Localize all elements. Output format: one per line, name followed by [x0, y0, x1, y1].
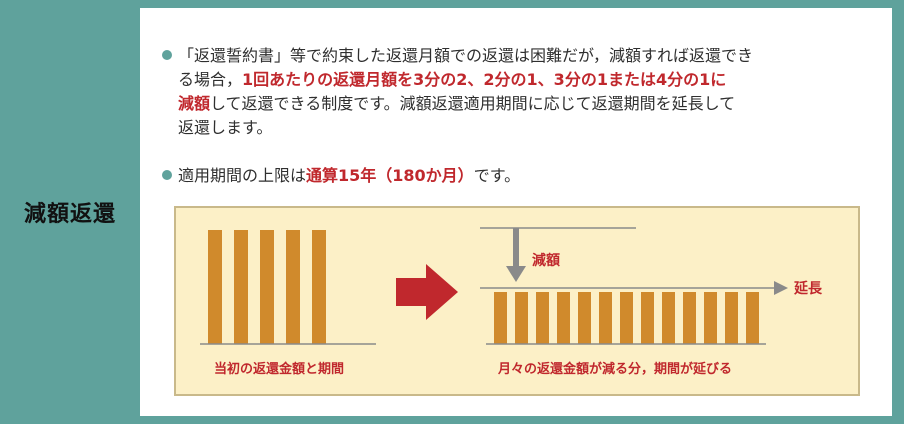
- extend-arrow-right-icon: [774, 281, 788, 295]
- bullet-1-text-4: 返還します。: [178, 118, 273, 137]
- after-bar: [620, 292, 633, 344]
- before-bar: [234, 230, 248, 344]
- after-bar: [746, 292, 759, 344]
- bullet-1-highlight-1: 1回あたりの返還月額を3分の2、2分の1、3分の1または4分の1に: [242, 70, 727, 89]
- after-bar: [536, 292, 549, 344]
- bullet-1-text-1: 「返還誓約書」等で約束した返還月額での返還は困難だが，減額すれば返還でき: [178, 46, 754, 65]
- diagram-graphic: [200, 227, 788, 345]
- reduce-arrow-down-icon: [506, 266, 526, 282]
- bullet-1: 「返還誓約書」等で約束した返還月額での返還は困難だが，減額すれば返還でき る場合…: [162, 44, 753, 140]
- transition-arrow-icon: [396, 264, 458, 320]
- bullet-1-text-2a: る場合，: [178, 70, 243, 89]
- bullet-2-highlight: 通算15年（180か月）: [306, 166, 474, 185]
- after-bar: [557, 292, 570, 344]
- bullet-1-highlight-2: 減額: [178, 94, 211, 113]
- sidebar-title: 減額返還: [23, 202, 116, 227]
- bullet-1-line-1: 「返還誓約書」等で約束した返還月額での返還は困難だが，減額すれば返還でき: [162, 44, 753, 68]
- after-bar: [725, 292, 738, 344]
- bullet-2-text-a: 適用期間の上限は: [178, 166, 307, 185]
- bullet-dot-icon: [162, 170, 172, 180]
- bullet-1-text-3b: して返還できる制度です。減額返還適用期間に応じて返還期間を延長して: [210, 94, 736, 113]
- before-caption: 当初の返還金額と期間: [214, 362, 345, 377]
- bullet-1-line-3: 減額して返還できる制度です。減額返還適用期間に応じて返還期間を延長して: [162, 92, 753, 116]
- bullet-2: 適用期間の上限は通算15年（180か月）です。: [162, 164, 520, 188]
- after-bar: [704, 292, 717, 344]
- before-bars-group: [208, 230, 326, 344]
- after-bar: [662, 292, 675, 344]
- after-bar: [515, 292, 528, 344]
- bullet-1-line-2: る場合，1回あたりの返還月額を3分の2、2分の1、3分の1または4分の1に: [162, 68, 753, 92]
- after-bar: [578, 292, 591, 344]
- sidebar-title-area: 減額返還: [0, 8, 140, 416]
- after-caption: 月々の返還金額が減る分，期間が延びる: [498, 362, 733, 377]
- after-bar: [494, 292, 507, 344]
- reduce-label: 減額: [532, 253, 560, 269]
- after-bar: [599, 292, 612, 344]
- before-bar: [312, 230, 326, 344]
- bullet-2-text-b: です。: [473, 166, 521, 185]
- after-bar: [683, 292, 696, 344]
- before-bar: [286, 230, 300, 344]
- after-bars-group: [494, 292, 759, 344]
- before-bar: [208, 230, 222, 344]
- extend-label: 延長: [794, 281, 822, 297]
- bullet-1-line-4: 返還します。: [162, 116, 753, 140]
- content-panel: 「返還誓約書」等で約束した返還月額での返還は困難だが，減額すれば返還でき る場合…: [140, 8, 892, 416]
- before-bar: [260, 230, 274, 344]
- after-bar: [641, 292, 654, 344]
- bullet-dot-icon: [162, 50, 172, 60]
- repayment-diagram: 減額 延長 当初の返還金額と期間 月々の返還金額が減る分，期間が延びる: [174, 206, 860, 396]
